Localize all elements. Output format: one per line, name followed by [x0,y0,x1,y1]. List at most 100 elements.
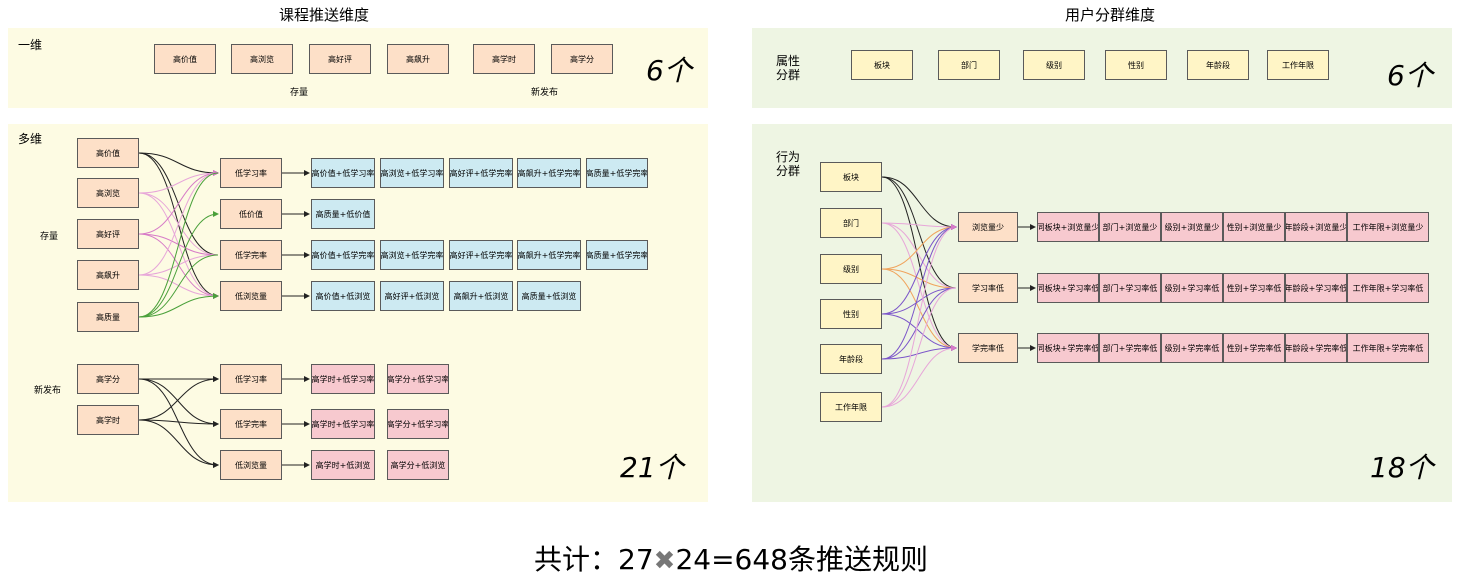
connector-15 [138,293,219,318]
right-section-title: 用户分群维度 [1064,6,1155,24]
stock-result-0-0: 高价值+低学习率 [311,158,375,188]
connector-0 [138,152,219,176]
behavior-result-1-3: 性别+学习率低 [1223,273,1285,303]
behavior-result-1-5: 工作年限+学习率低 [1347,273,1429,303]
new-result-0-0: 高学时+低学习率 [311,364,375,394]
behavior-result-2-1: 部门+学完率低 [1099,333,1161,363]
stock-source-2: 高好评 [77,219,139,249]
behavior-source-3: 性别 [820,299,882,329]
cross-mark-icon: ✖ [653,546,676,576]
stock-result-1-0: 高质量+低价值 [311,199,375,229]
stock-result-2-3: 高飙升+低学完率 [517,240,581,270]
new-result-2-1: 高学分+低浏览 [387,450,449,480]
stock-result-3-0: 高价值+低浏览 [311,281,375,311]
total-rules-summary: 共计：27✖24=648条推送规则 [0,542,1462,579]
attr-item-2: 级别 [1023,50,1085,80]
behavior-result-2-3: 性别+学完率低 [1223,333,1285,363]
connector-36 [881,268,957,289]
behavior-result-0-1: 部门+浏览量少 [1099,212,1161,242]
connector-21 [138,378,219,427]
connector-46 [881,345,957,408]
attr-item-1: 部门 [938,50,1000,80]
behavior-result-2-0: 同板块+学完率低 [1037,333,1099,363]
stock-source-0: 高价值 [77,138,139,168]
total-prefix: 共计：27 [534,543,654,576]
connector-30 [881,176,957,289]
connector-13 [138,172,219,318]
connector-32 [881,222,957,230]
stock-target-0: 低学习率 [220,158,282,188]
connector-45 [881,287,957,408]
stock-source-3: 高飙升 [77,260,139,290]
connector-38 [881,224,957,315]
behavior-result-1-1: 部门+学习率低 [1099,273,1161,303]
one-dim-group-new: 新发布 [531,88,559,98]
total-suffix: 24=648条推送规则 [675,543,928,576]
connector-3 [138,170,219,194]
left-section-title: 课程推送维度 [278,6,369,24]
behavior-result-1-0: 同板块+学习率低 [1037,273,1099,303]
new-result-1-0: 高学时+低学习率 [311,409,375,439]
connector-39 [881,287,957,315]
multi-dim-count: 21个 [620,451,684,484]
connector-29 [881,176,957,230]
connector-6 [138,170,219,235]
connector-43 [881,345,957,360]
stock-target-3: 低浏览量 [220,281,282,311]
behavior-target-1: 学习率低 [958,273,1018,303]
behavior-result-2-4: 年龄段+学完率低 [1285,333,1347,363]
attr-group-label: 属性 分群 [776,54,801,82]
one-dim-item-3: 高飙升 [387,44,449,74]
stock-result-2-2: 高好评+低学完率 [449,240,513,270]
behavior-result-2-2: 级别+学完率低 [1161,333,1223,363]
behavior-source-0: 板块 [820,162,882,192]
behavior-result-0-3: 性别+浏览量少 [1223,212,1285,242]
attr-item-4: 年龄段 [1187,50,1249,80]
connector-42 [881,287,957,360]
behavior-result-0-4: 年龄段+浏览量少 [1285,212,1347,242]
new-result-0-1: 高学分+低学习率 [387,364,449,394]
connector-34 [881,222,957,351]
one-dim-group-stock: 存量 [290,88,309,98]
connector-31 [881,176,957,351]
behavior-result-1-2: 级别+学习率低 [1161,273,1223,303]
behavior-result-0-2: 级别+浏览量少 [1161,212,1223,242]
behavior-source-2: 级别 [820,254,882,284]
new-source-0: 高学分 [77,364,139,394]
new-result-2-0: 高学时+低浏览 [311,450,375,480]
behavior-count: 18个 [1370,451,1434,484]
attr-item-5: 工作年限 [1267,50,1329,80]
behavior-group-label: 行为 分群 [776,150,801,178]
one-dim-item-0: 高价值 [154,44,216,74]
attr-item-0: 板块 [851,50,913,80]
one-dim-item-2: 高好评 [309,44,371,74]
stock-result-2-0: 高价值+低学完率 [311,240,375,270]
connector-25 [138,419,219,468]
connector-33 [881,222,957,289]
stock-result-3-3: 高质量+低浏览 [517,281,581,311]
connector-12 [138,211,219,318]
connector-23 [138,376,219,421]
connector-40 [881,313,957,351]
behavior-source-4: 年龄段 [820,344,882,374]
stock-target-2: 低学完率 [220,240,282,270]
connector-44 [881,224,957,408]
behavior-target-2: 学完率低 [958,333,1018,363]
new-source-1: 高学时 [77,405,139,435]
behavior-result-2-5: 工作年限+学完率低 [1347,333,1429,363]
behavior-target-0: 浏览量少 [958,212,1018,242]
stock-result-0-1: 高浏览+低学习率 [380,158,444,188]
multi-dim-label: 多维 [18,132,43,146]
stock-result-2-4: 高质量+低学完率 [586,240,648,270]
stock-source-1: 高浏览 [77,178,139,208]
one-dim-label: 一维 [18,38,43,52]
behavior-result-0-0: 同板块+浏览量少 [1037,212,1099,242]
connector-14 [138,254,219,318]
stock-result-0-3: 高飙升+低学完率 [517,158,581,188]
new-target-1: 低学完率 [220,409,282,439]
connector-35 [881,224,957,270]
behavior-source-5: 工作年限 [820,392,882,422]
connector-41 [881,224,957,360]
